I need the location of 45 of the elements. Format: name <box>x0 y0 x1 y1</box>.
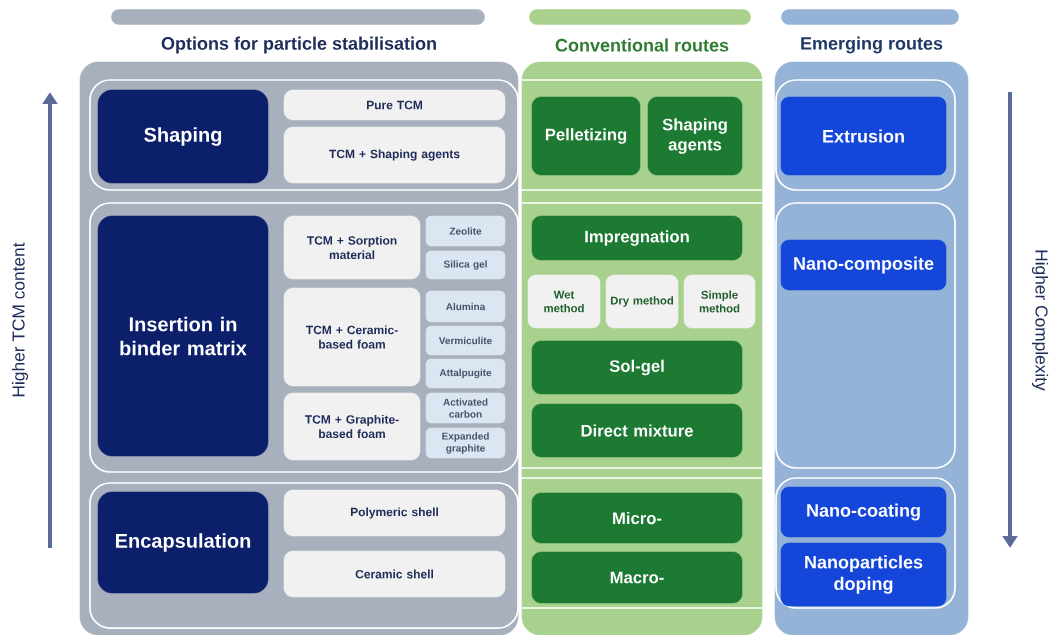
route-box: Nano-composite <box>780 239 947 291</box>
option-box: TCM + Sorption material <box>283 215 421 280</box>
method-box: Wet method <box>527 274 601 329</box>
row-band <box>89 202 519 473</box>
route-box: Macro- <box>531 551 743 604</box>
route-box: Nano-coating <box>780 486 947 538</box>
method-box: Dry method <box>605 274 679 329</box>
material-box: Zeolite <box>425 215 506 247</box>
axis-label: Higher TCM content <box>11 242 29 397</box>
route-box: Shaping agents <box>647 96 743 176</box>
route-box: Direct mixture <box>531 403 743 458</box>
axis-label: Higher Complexity <box>1031 250 1049 391</box>
option-box: TCM + Graphite-based foam <box>283 392 421 461</box>
column-tab <box>529 9 751 25</box>
category-box: Shaping <box>97 89 269 184</box>
material-box: Alumina <box>425 290 506 323</box>
column-heading: Emerging routes <box>801 36 943 54</box>
option-box: Ceramic shell <box>283 550 506 598</box>
row-band <box>89 482 519 629</box>
material-box: Vermiculite <box>425 325 506 356</box>
material-box: Activated carbon <box>425 392 506 424</box>
row-band <box>89 79 519 191</box>
route-box: Extrusion <box>780 96 947 176</box>
option-box: TCM + Ceramic-based foam <box>283 287 421 387</box>
route-box: Pelletizing <box>531 96 641 176</box>
row-band <box>775 477 956 609</box>
column-tab <box>111 9 485 25</box>
material-box: Attalpugite <box>425 358 506 389</box>
column-heading: Options for particle stabilisation <box>161 36 436 54</box>
option-box: TCM + Shaping agents <box>283 126 506 184</box>
material-box: Silica gel <box>425 250 506 280</box>
row-band <box>775 79 956 191</box>
row-band <box>775 202 956 469</box>
route-box: Micro- <box>531 492 743 544</box>
option-box: Polymeric shell <box>283 489 506 537</box>
material-box: Expanded graphite <box>425 427 506 459</box>
column-heading: Conventional routes <box>555 38 729 52</box>
column-tab <box>781 9 959 25</box>
route-box: Nanoparticles doping <box>780 542 947 607</box>
route-box: Impregnation <box>531 215 743 261</box>
route-box: Sol-gel <box>531 340 743 395</box>
category-box: Insertion in binder matrix <box>97 215 269 457</box>
option-box: Pure TCM <box>283 89 506 121</box>
category-box: Encapsulation <box>97 491 269 594</box>
method-box: Simple method <box>683 274 756 329</box>
